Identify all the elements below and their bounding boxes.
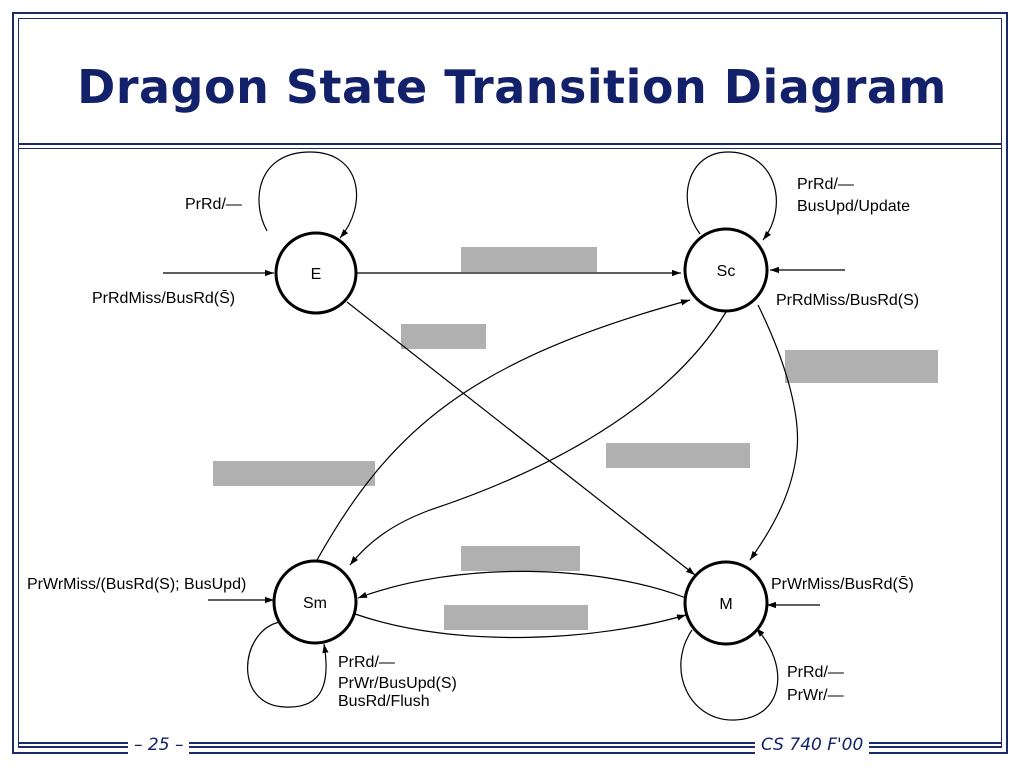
label-e-self: PrRd/— <box>185 196 242 213</box>
edge-sc-sm <box>349 311 727 566</box>
redacted-label-sm-m <box>444 605 588 630</box>
state-e: E <box>274 231 358 315</box>
label-e-entry: PrRdMiss/BusRd(S̄) <box>92 290 235 307</box>
state-m: M <box>683 560 769 646</box>
redacted-label-sm-sc <box>213 461 375 486</box>
redacted-label-sc-m <box>785 350 938 383</box>
footer-divider <box>18 742 1002 744</box>
states: E Sc Sm M <box>272 227 769 646</box>
page-number: – 25 – <box>128 735 190 755</box>
label-sm-self-3: BusRd/Flush <box>338 693 430 710</box>
redacted-label-sc-sm <box>606 443 750 468</box>
label-sc-entry: PrRdMiss/BusRd(S) <box>776 292 919 309</box>
state-sc: Sc <box>683 227 769 313</box>
edge-m-sm <box>357 570 687 599</box>
label-sm-entry: PrWrMiss/(BusRd(S); BusUpd) <box>27 576 246 593</box>
label-m-self-1: PrRd/— <box>787 664 844 681</box>
footer-divider-thin <box>18 746 1002 747</box>
state-m-label: M <box>719 596 732 613</box>
label-sm-self-1: PrRd/— <box>338 654 395 671</box>
redacted-labels <box>213 247 938 630</box>
redacted-label-e-sc <box>461 247 597 272</box>
state-sm: Sm <box>272 559 358 645</box>
transitions <box>163 151 845 721</box>
state-e-label: E <box>311 266 322 283</box>
transition-labels: PrRd/— PrRdMiss/BusRd(S̄) PrRd/— BusUpd/… <box>27 176 919 710</box>
edge-e-self <box>258 151 358 239</box>
label-sm-self-2: PrWr/BusUpd(S) <box>338 675 457 692</box>
state-sc-label: Sc <box>717 263 736 280</box>
label-sc-self-1: PrRd/— <box>797 176 854 193</box>
title-divider-thin <box>18 148 1002 149</box>
edge-e-m <box>346 301 696 576</box>
course-label: CS 740 F'00 <box>755 735 870 755</box>
edge-m-self <box>680 627 779 721</box>
edge-sm-m <box>354 613 687 639</box>
slide-title: Dragon State Transition Diagram <box>77 60 947 114</box>
redacted-label-m-sm <box>461 546 580 571</box>
slide-frame-outer <box>12 12 1008 754</box>
label-m-self-2: PrWr/— <box>787 687 844 704</box>
slide-frame-inner <box>18 18 1002 748</box>
edge-sc-m <box>749 304 799 561</box>
state-sm-label: Sm <box>303 595 327 612</box>
label-m-entry: PrWrMiss/BusRd(S̄) <box>771 576 914 593</box>
edge-sm-self <box>247 621 329 708</box>
title-divider <box>18 143 1002 145</box>
label-sc-self-2: BusUpd/Update <box>797 198 910 215</box>
edge-sm-sc <box>316 299 691 561</box>
redacted-label-e-m <box>401 324 486 349</box>
edge-sc-self <box>686 151 777 241</box>
